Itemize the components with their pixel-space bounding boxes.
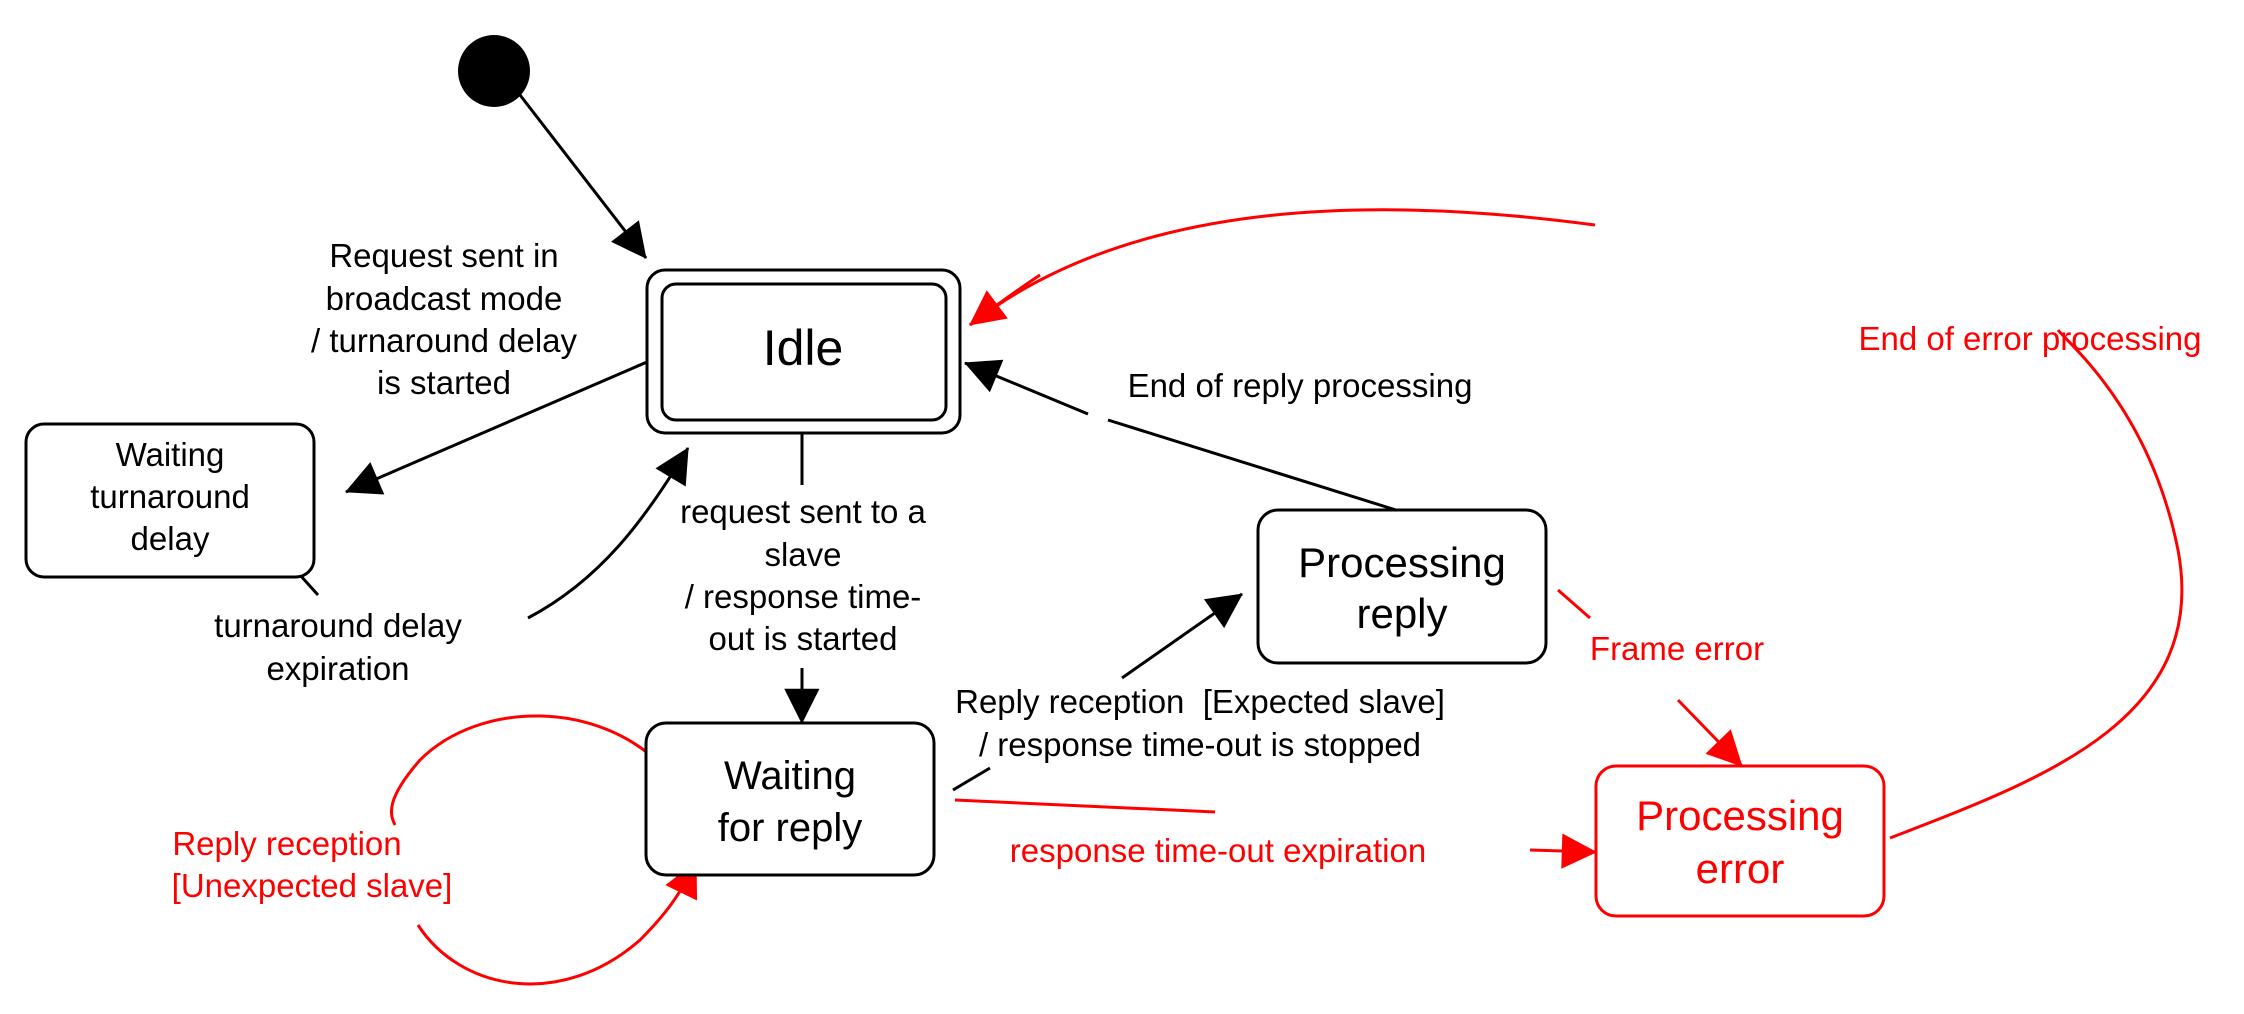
end-error-processing-arrow — [969, 208, 2184, 840]
broadcast-label-line-4: is started — [377, 364, 511, 401]
unexpected-slave-loop-arrow — [416, 861, 698, 986]
idle-label: Idle — [763, 320, 844, 376]
turnaround-expiration-line-1: turnaround delay — [214, 607, 462, 644]
processing-error-line-1: Processing — [1636, 792, 1844, 839]
processing-reply-line-2: reply — [1356, 590, 1447, 637]
processing-error-line-2: error — [1696, 845, 1785, 892]
frame-error-label: Frame error — [1590, 630, 1764, 667]
state-idle: Idle — [645, 268, 962, 435]
waiting-turnaround-line-1: Waiting — [116, 436, 225, 473]
reply-expected-label: Reply reception [Expected slave] / respo… — [955, 683, 1445, 763]
initial-state-dot — [458, 35, 530, 107]
waiting-turnaround-line-3: delay — [131, 520, 210, 557]
timeout-expiration-label: response time-out expiration — [1010, 832, 1426, 869]
request-slave-line-3: / response time- — [685, 578, 922, 615]
frame-error-arrow — [1676, 698, 1744, 768]
reply-unexpected-line-2: [Unexpected slave] — [172, 867, 453, 904]
request-slave-line-2: slave — [764, 536, 841, 573]
state-processing-error: Processing error — [1594, 764, 1886, 918]
broadcast-transition-arrow — [345, 360, 648, 495]
reply-unexpected-label: Reply reception [Unexpected slave] — [172, 825, 453, 904]
reply-unexpected-line-1: Reply reception — [172, 825, 401, 862]
reply-expected-arrow — [1121, 592, 1243, 680]
end-error-processing-arrow-head — [969, 273, 1041, 327]
broadcast-label-line-3: / turnaround delay — [311, 322, 578, 359]
turnaround-expiration-line-2: expiration — [266, 650, 409, 687]
waiting-for-reply-line-1: Waiting — [724, 754, 856, 798]
request-slave-line-1: request sent to a — [680, 493, 926, 530]
broadcast-label-line-1: Request sent in — [329, 237, 558, 274]
end-reply-processing-arrow — [1107, 418, 1397, 512]
timeout-arrow — [1529, 833, 1598, 869]
end-reply-processing-arrow-head — [964, 359, 1089, 416]
timeout-tail — [954, 798, 1216, 814]
state-waiting-turnaround: Waiting turnaround delay — [24, 422, 316, 579]
end-error-processing-label: End of error processing — [1858, 320, 2201, 357]
state-processing-reply: Processing reply — [1256, 508, 1548, 665]
frame-error-tail — [1557, 588, 1591, 620]
broadcast-transition-label: Request sent in broadcast mode / turnaro… — [311, 237, 578, 401]
state-waiting-for-reply: Waiting for reply — [644, 721, 936, 877]
reply-expected-line-1: Reply reception [Expected slave] — [955, 683, 1445, 720]
waiting-turnaround-line-2: turnaround — [90, 478, 250, 515]
broadcast-label-line-2: broadcast mode — [326, 280, 563, 317]
initial-to-idle-arrow — [518, 94, 648, 259]
processing-reply-line-1: Processing — [1298, 539, 1506, 586]
turnaround-expiration-arrow — [527, 447, 690, 620]
reply-expected-tail — [952, 766, 991, 792]
waiting-for-reply-line-2: for reply — [718, 806, 863, 850]
unexpected-slave-loop-top — [389, 714, 666, 826]
reply-expected-line-2: / response time-out is stopped — [979, 726, 1421, 763]
request-to-slave-label: request sent to a slave / response time-… — [680, 493, 926, 657]
request-slave-line-4: out is started — [709, 620, 898, 657]
end-reply-processing-label: End of reply processing — [1128, 367, 1473, 404]
turnaround-tick — [298, 573, 320, 597]
turnaround-expiration-label: turnaround delay expiration — [214, 607, 462, 687]
